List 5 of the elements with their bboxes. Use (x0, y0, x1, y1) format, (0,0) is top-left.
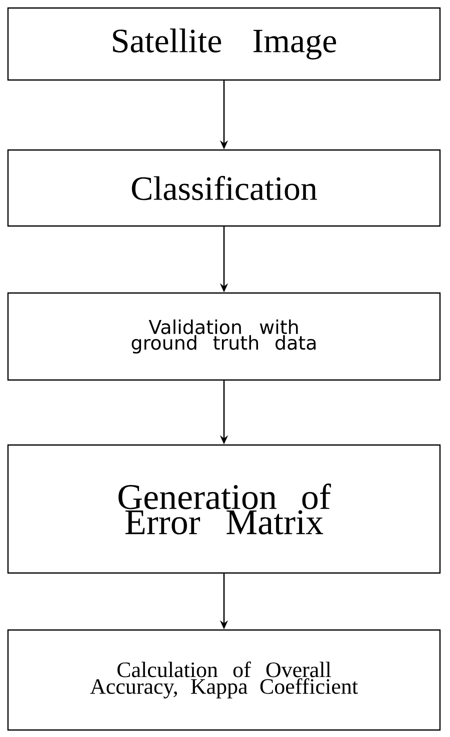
process-box: Validation with ground truth data (7, 292, 441, 381)
process-box: Satellite Image (7, 7, 441, 81)
process-box: Generation of Error Matrix (7, 444, 441, 574)
process-box: Classification (7, 149, 441, 227)
process-box: Calculation of Overall Accuracy, Kappa Coefficient (7, 629, 441, 731)
